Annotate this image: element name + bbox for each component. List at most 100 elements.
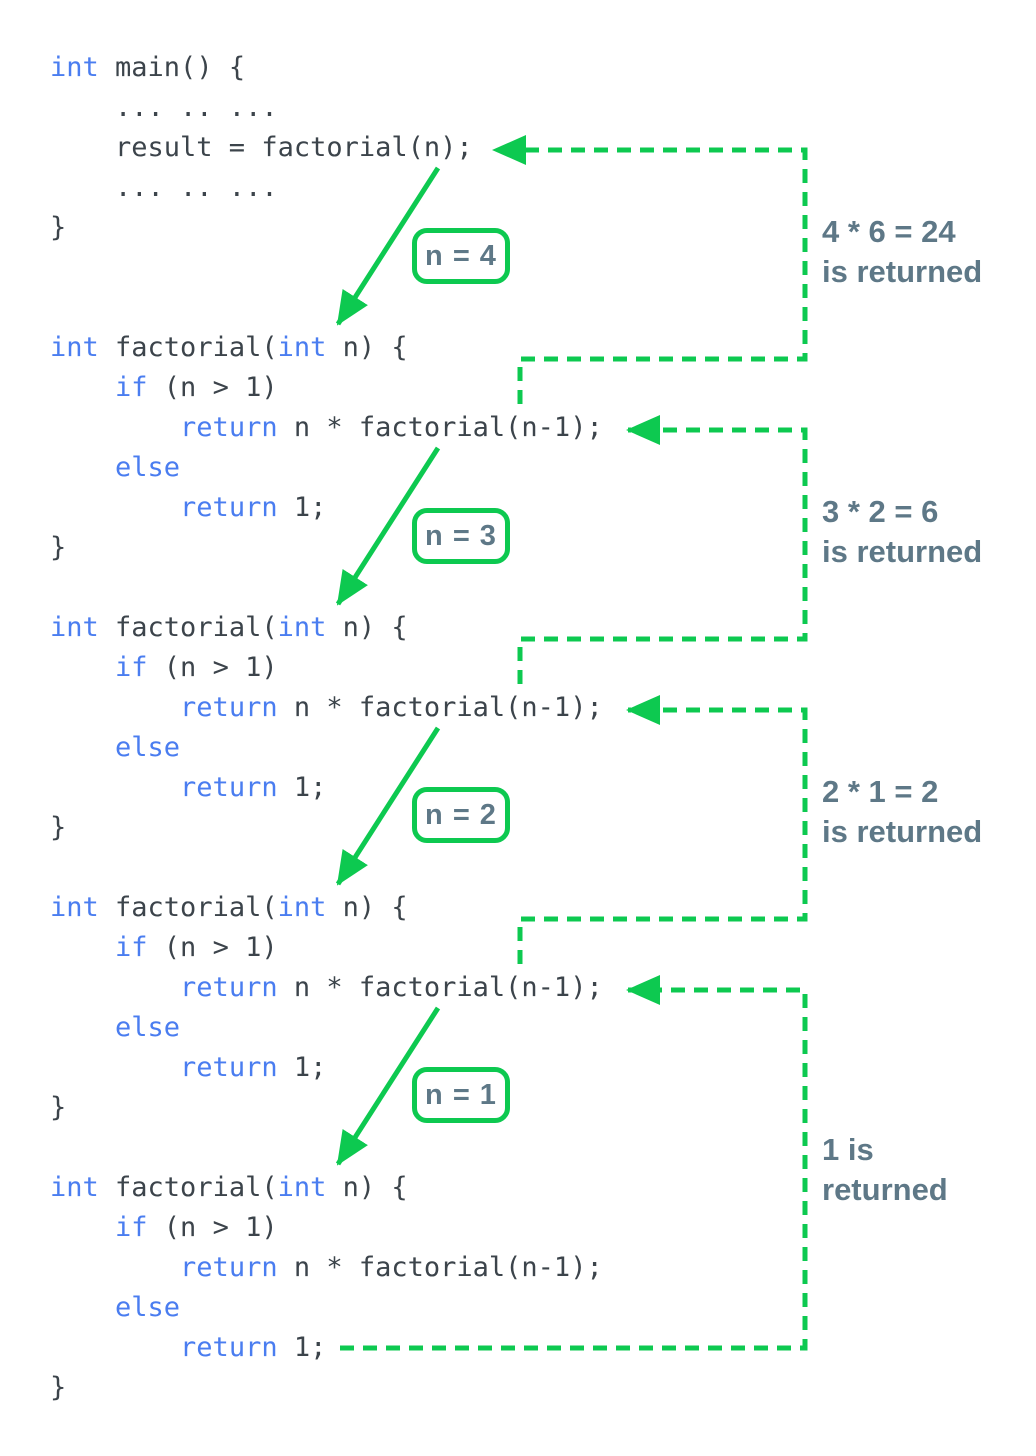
code-token: result = factorial(n); (50, 132, 473, 163)
code-token: n) { (326, 1172, 408, 1203)
return-path-to-main (492, 135, 808, 404)
code-token: n * factorial(n-1); (277, 972, 603, 1003)
keyword-token: return (180, 1052, 278, 1083)
code-token: } (50, 212, 67, 243)
code-line: } (50, 1088, 603, 1128)
return-label-line1: 3 * 2 = 6 (822, 494, 939, 529)
call-arrow-2 (335, 446, 441, 606)
code-line: return 1; (50, 1328, 603, 1368)
return-path-to-n3 (517, 695, 808, 964)
keyword-token: return (180, 772, 278, 803)
code-line: return n * factorial(n-1); (50, 688, 603, 728)
code-token: 1; (277, 772, 327, 803)
code-token: } (50, 1372, 67, 1403)
code-token: n) { (326, 332, 408, 363)
keyword-token: if (115, 652, 148, 683)
keyword-token: int (50, 332, 99, 363)
code-token (50, 1212, 115, 1243)
code-token: factorial( (98, 1172, 278, 1203)
code-token (50, 932, 115, 963)
code-line: ... .. ... (50, 88, 473, 128)
code-token (50, 1052, 180, 1083)
code-line: return 1; (50, 488, 603, 528)
code-block-factorial-call-n1: int factorial(int n) { if (n > 1) return… (50, 1168, 603, 1408)
code-line: ... .. ... (50, 168, 473, 208)
return-label-line1: 1 is (822, 1132, 874, 1167)
code-line: return n * factorial(n-1); (50, 968, 603, 1008)
code-block-factorial-call-n4: int factorial(int n) { if (n > 1) return… (50, 328, 603, 568)
keyword-token: int (50, 52, 99, 83)
code-token: factorial( (98, 332, 278, 363)
keyword-token: if (115, 1212, 148, 1243)
code-token: main() { (98, 52, 246, 83)
n-value-box-2: n = 2 (412, 787, 510, 843)
keyword-token: return (180, 1252, 278, 1283)
code-token: ... .. ... (50, 92, 278, 123)
keyword-token: else (115, 452, 181, 483)
keyword-token: return (180, 1332, 278, 1363)
code-token (50, 1012, 115, 1043)
code-line: if (n > 1) (50, 1208, 603, 1248)
code-token: n * factorial(n-1); (277, 692, 603, 723)
code-token: ... .. ... (50, 172, 278, 203)
code-token (50, 652, 115, 683)
n-value-label: n = 3 (425, 519, 497, 552)
code-line: return n * factorial(n-1); (50, 1248, 603, 1288)
code-token (50, 692, 180, 723)
n-value-label: n = 4 (425, 239, 497, 272)
call-arrow-4 (335, 1006, 441, 1166)
code-token: } (50, 812, 67, 843)
keyword-token: else (115, 1292, 181, 1323)
code-line: int factorial(int n) { (50, 328, 603, 368)
code-token: factorial( (98, 892, 278, 923)
code-block-factorial-call-n3: int factorial(int n) { if (n > 1) return… (50, 608, 603, 848)
code-line: } (50, 1368, 603, 1408)
code-token: 1; (277, 1052, 327, 1083)
code-token (50, 1332, 180, 1363)
code-token: } (50, 532, 67, 563)
keyword-token: return (180, 692, 278, 723)
code-line: return 1; (50, 768, 603, 808)
code-line: } (50, 208, 473, 248)
return-label-line2: is returned (822, 254, 983, 289)
code-line: if (n > 1) (50, 648, 603, 688)
code-token: factorial( (98, 612, 278, 643)
code-token (50, 452, 115, 483)
code-line: else (50, 728, 603, 768)
n-value-label: n = 1 (425, 1078, 497, 1111)
code-token: 1; (277, 492, 327, 523)
code-token: n * factorial(n-1); (277, 412, 603, 443)
code-token (50, 492, 180, 523)
code-token: } (50, 1092, 67, 1123)
code-token (50, 972, 180, 1003)
code-token: (n > 1) (147, 932, 278, 963)
n-value-box-1: n = 1 (412, 1067, 510, 1123)
keyword-token: else (115, 732, 181, 763)
code-token: n) { (326, 612, 408, 643)
keyword-token: int (277, 1172, 327, 1203)
code-line: return 1; (50, 1048, 603, 1088)
code-line: } (50, 808, 603, 848)
code-line: int factorial(int n) { (50, 608, 603, 648)
code-token (50, 1292, 115, 1323)
keyword-token: return (180, 972, 278, 1003)
code-token (50, 1252, 180, 1283)
keyword-token: int (50, 612, 99, 643)
call-arrow-1 (335, 166, 441, 326)
return-label-line2: is returned (822, 814, 983, 849)
n-value-box-3: n = 3 (412, 508, 510, 564)
code-line: int main() { (50, 48, 473, 88)
code-line: result = factorial(n); (50, 128, 473, 168)
keyword-token: int (50, 892, 99, 923)
code-block-main-function: int main() { ... .. ... result = factori… (50, 48, 473, 248)
code-line: if (n > 1) (50, 928, 603, 968)
n-value-label: n = 2 (425, 798, 497, 831)
keyword-token: int (277, 332, 327, 363)
code-token: 1; (277, 1332, 327, 1363)
